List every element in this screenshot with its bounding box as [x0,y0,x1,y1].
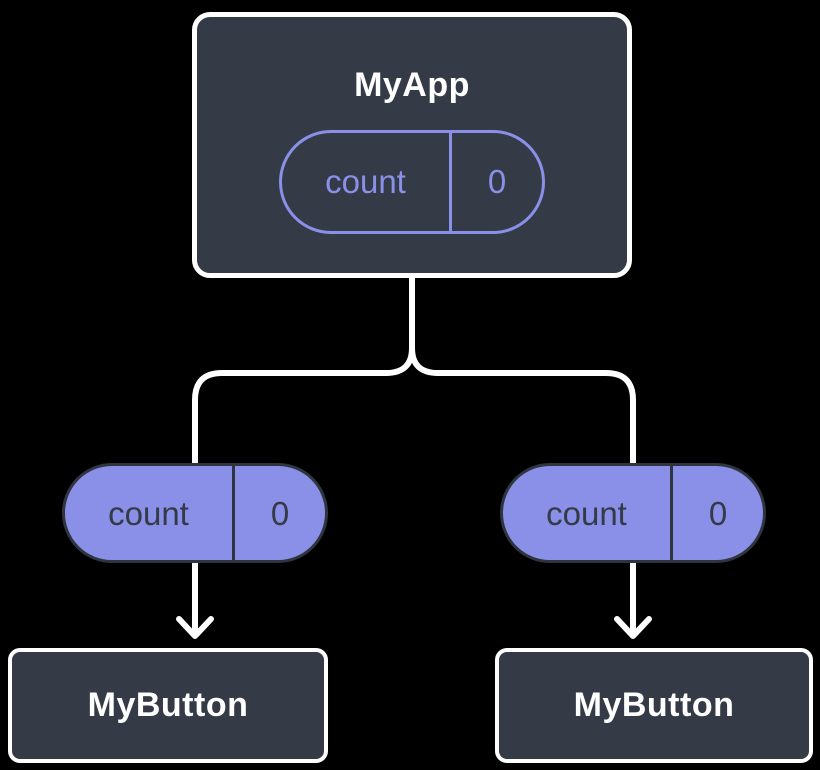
prop-pill-left-value: 0 [232,466,325,560]
edge-root-to-right-pill [409,272,636,473]
prop-pill-left-name: count [108,494,189,532]
node-myapp-title: MyApp [354,66,470,104]
prop-pill-right-name: count [546,494,627,532]
prop-pill-right: count 0 [500,463,766,563]
node-mybutton-left-title: MyButton [87,686,249,725]
node-mybutton-right-title: MyButton [573,686,735,725]
arrow-down-head-left-icon [176,616,214,639]
arrow-down-head-right-icon [614,616,652,639]
state-pill-name: count [325,163,406,201]
state-pill-myapp: count 0 [279,129,545,234]
prop-pill-left: count 0 [62,463,328,563]
node-mybutton-right: MyButton [495,648,813,763]
edge-root-to-left-pill [192,272,415,473]
state-pill-value: 0 [449,132,542,231]
prop-pill-right-value: 0 [670,466,763,560]
node-mybutton-left: MyButton [8,648,328,763]
node-myapp: MyApp count 0 [192,12,632,278]
